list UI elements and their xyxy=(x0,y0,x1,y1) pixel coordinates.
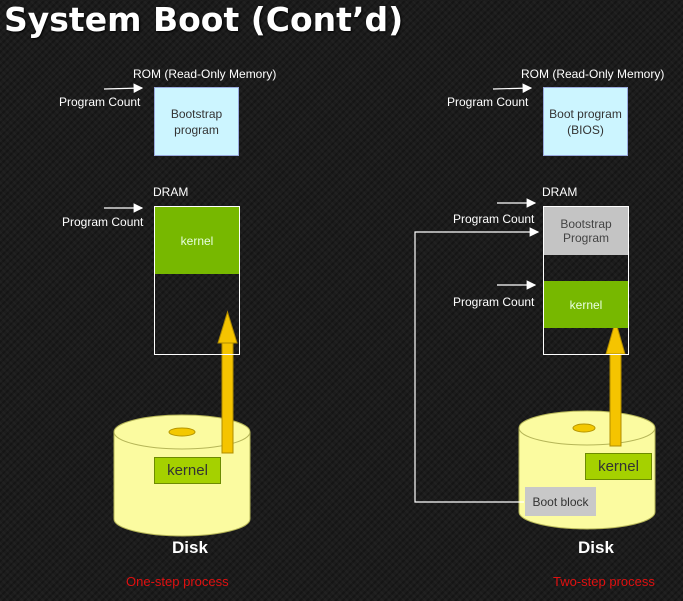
disk-kernel-right: kernel xyxy=(585,453,652,480)
rom-label-left: ROM (Read-Only Memory) xyxy=(133,67,277,81)
dram-bootstrap-line1: Bootstrap xyxy=(560,217,612,231)
dram-box-left xyxy=(154,206,240,355)
dram-program-count-2-label-right: Program Count xyxy=(453,295,535,309)
dram-bootstrap-line2: Program xyxy=(562,231,609,245)
disk-label-right: Disk xyxy=(578,538,614,557)
rom-label-right: ROM (Read-Only Memory) xyxy=(521,67,665,81)
load-arrow-left xyxy=(217,310,238,454)
dram-bootstrap-right: Bootstrap Program xyxy=(544,207,628,255)
dram-label-left: DRAM xyxy=(153,185,189,199)
dram-program-count-label-left: Program Count xyxy=(62,215,144,229)
dram-program-count-1-label-right: Program Count xyxy=(453,212,535,226)
rom-pc-arrow-left xyxy=(103,83,144,94)
dram-kernel-left: kernel xyxy=(155,207,239,274)
boot-block: Boot block xyxy=(525,487,596,516)
caption-two-step: Two-step process xyxy=(553,574,655,589)
rom-box-left: Bootstrap program xyxy=(154,87,239,156)
rom-program-count-label-left: Program Count xyxy=(59,95,141,109)
rom-box-left-line1: Bootstrap xyxy=(170,106,223,121)
rom-box-right: Boot program (BIOS) xyxy=(543,87,628,156)
disk-label-left: Disk xyxy=(172,538,208,557)
bootblock-connector xyxy=(414,227,540,503)
dram-label-right: DRAM xyxy=(542,185,578,199)
rom-pc-arrow-right xyxy=(492,83,533,94)
slide-title: System Boot (Cont’d) xyxy=(4,0,404,39)
caption-one-step: One-step process xyxy=(126,574,229,589)
rom-box-right-line2: (BIOS) xyxy=(567,122,604,137)
rom-program-count-label-right: Program Count xyxy=(447,95,529,109)
disk-kernel-left: kernel xyxy=(154,457,221,484)
rom-box-left-line2: program xyxy=(174,122,219,137)
rom-box-right-line1: Boot program xyxy=(549,106,622,121)
dram-kernel-right: kernel xyxy=(544,281,628,328)
dram-box-right xyxy=(543,206,629,355)
